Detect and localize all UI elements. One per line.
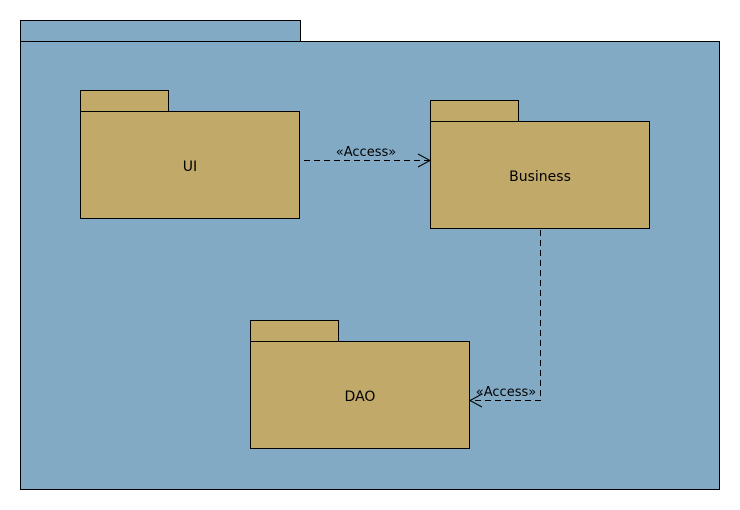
dependency-business-dao-stereotype: «Access» (476, 385, 536, 400)
package-business-label: Business (509, 169, 571, 185)
package-ui[interactable]: UI (80, 90, 300, 219)
dependency-ui-business[interactable]: «Access» (304, 145, 432, 168)
package-ui-tab (80, 90, 169, 112)
package-dao[interactable]: DAO (250, 320, 470, 449)
package-business[interactable]: Business (430, 100, 650, 229)
dependency-business-dao[interactable]: «Access» (468, 230, 541, 408)
package-ui-body (80, 111, 300, 219)
package-dao-body (250, 341, 470, 449)
package-business-body (430, 121, 650, 229)
dependency-ui-business-arrowhead (417, 153, 432, 168)
dependency-business-dao-arrowhead (468, 393, 483, 408)
dependency-ui-business-stereotype: «Access» (336, 145, 396, 160)
outer-package-tab (20, 20, 301, 42)
package-business-tab (430, 100, 519, 122)
package-ui-label: UI (183, 159, 197, 175)
package-dao-label: DAO (345, 389, 376, 405)
package-dao-tab (250, 320, 339, 342)
dependency-business-dao-line (471, 230, 541, 401)
